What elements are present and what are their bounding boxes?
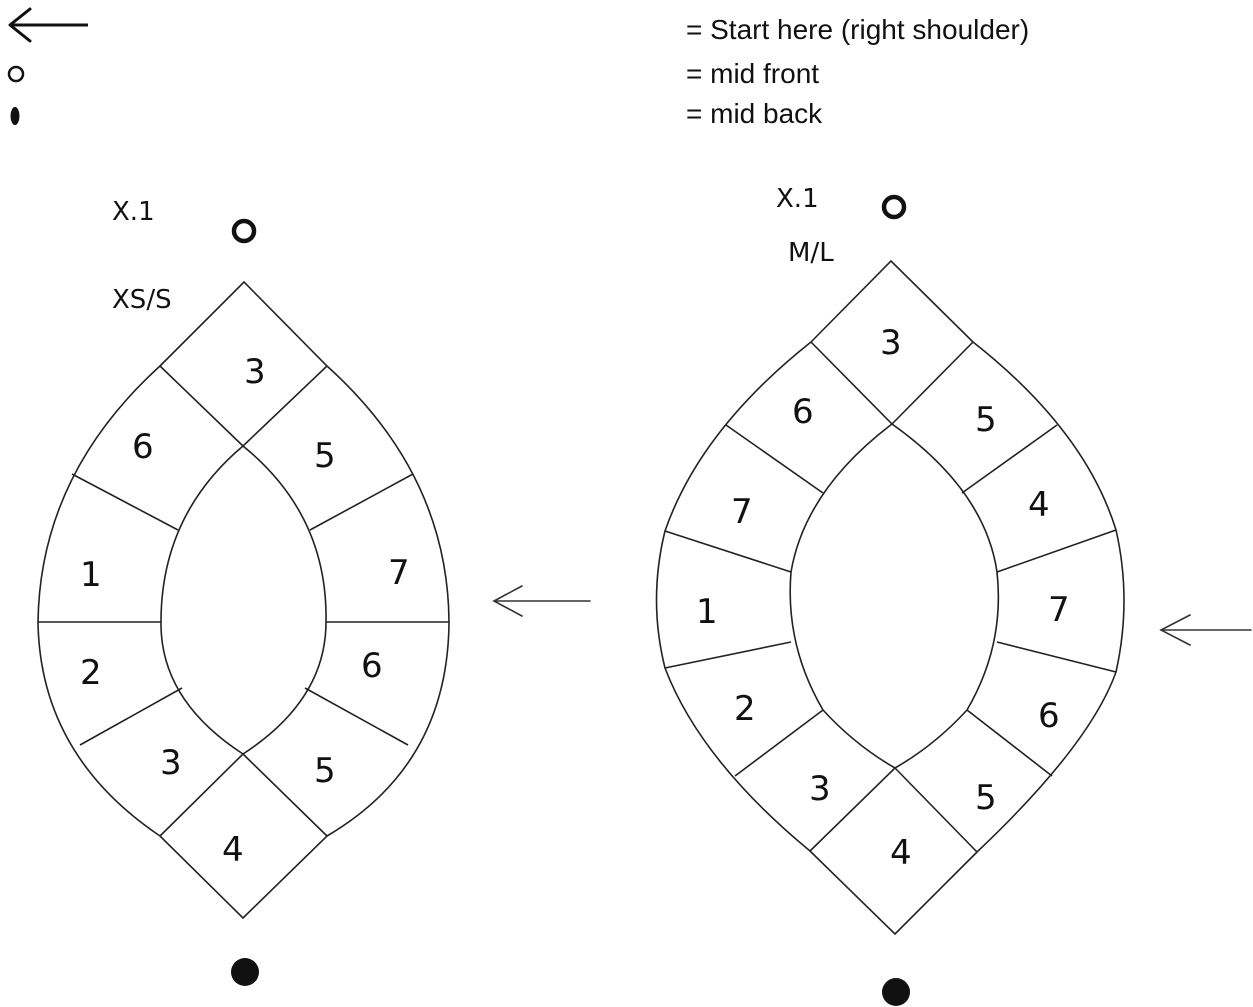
diagram-m-l-segment-left-3: 1 [696, 592, 718, 632]
diagram-xs-s-segment-left-1: 6 [132, 427, 154, 467]
legend-mid-back-text: = mid back [686, 98, 823, 129]
diagram-m-l-size-label: M/L [788, 238, 834, 268]
diagram-m-l-segment-right-2: 4 [1028, 485, 1050, 525]
diagram-m-l-inner-outline [789, 423, 1000, 769]
diagram-m-l-mid-front-icon [881, 194, 907, 220]
diagram-m-l: X.1 M/L 3 6 7 1 2 3 5 4 [655, 184, 1252, 1006]
diagram-m-l-segment-left-4: 2 [734, 689, 756, 729]
diagram-m-l-dividers [664, 341, 1117, 853]
diagram-m-l-mid-back-icon [882, 978, 910, 1006]
legend-start-here-text: = Start here (right shoulder) [686, 14, 1030, 45]
diagram-xs-s: X.1 XS/S 3 6 1 2 3 5 7 6 5 4 [37, 197, 591, 986]
diagram-xs-s-segment-bottom: 4 [222, 830, 244, 870]
diagram-m-l-start-arrow-icon [1159, 614, 1252, 646]
diagram-m-l-segment-right-5: 5 [975, 778, 997, 818]
diagram-m-l-segment-top: 3 [880, 323, 902, 363]
diagram-m-l-segment-right-4: 6 [1038, 696, 1060, 736]
legend-open-circle-icon [7, 65, 25, 83]
legend-arrow-left-icon [8, 7, 88, 43]
diagram-xs-s-segment-left-2: 1 [80, 555, 102, 595]
diagram-xs-s-mid-front-icon [231, 218, 257, 244]
legend-mid-front-text: = mid front [686, 58, 820, 89]
diagram-m-l-segment-right-1: 5 [975, 400, 997, 440]
diagram-xs-s-mid-back-icon [231, 958, 259, 986]
diagram-xs-s-inner-outline [160, 444, 327, 755]
diagram-xs-s-segment-right-4: 5 [314, 751, 336, 791]
diagram-xs-s-segment-right-1: 5 [314, 436, 336, 476]
diagram-m-l-segment-bottom: 4 [890, 833, 912, 873]
diagram-xs-s-segment-right-2: 7 [388, 553, 410, 593]
diagram-xs-s-top-label: X.1 [112, 197, 155, 227]
diagram-m-l-top-label: X.1 [776, 184, 819, 214]
diagram-xs-s-size-label: XS/S [112, 285, 172, 315]
diagram-xs-s-start-arrow-icon [492, 585, 591, 617]
diagram-xs-s-segment-top: 3 [244, 352, 266, 392]
diagram-m-l-segment-left-2: 7 [731, 492, 753, 532]
diagram-xs-s-segment-right-3: 6 [361, 646, 383, 686]
diagram-m-l-segment-left-1: 6 [792, 392, 814, 432]
diagram-xs-s-segment-left-4: 3 [160, 743, 182, 783]
diagram-m-l-segment-right-3: 7 [1048, 590, 1070, 630]
diagram-xs-s-dividers [38, 365, 449, 837]
diagram-xs-s-segment-left-3: 2 [80, 653, 102, 693]
diagram-m-l-segment-left-5: 3 [809, 769, 831, 809]
legend-filled-dot-icon [10, 107, 20, 125]
